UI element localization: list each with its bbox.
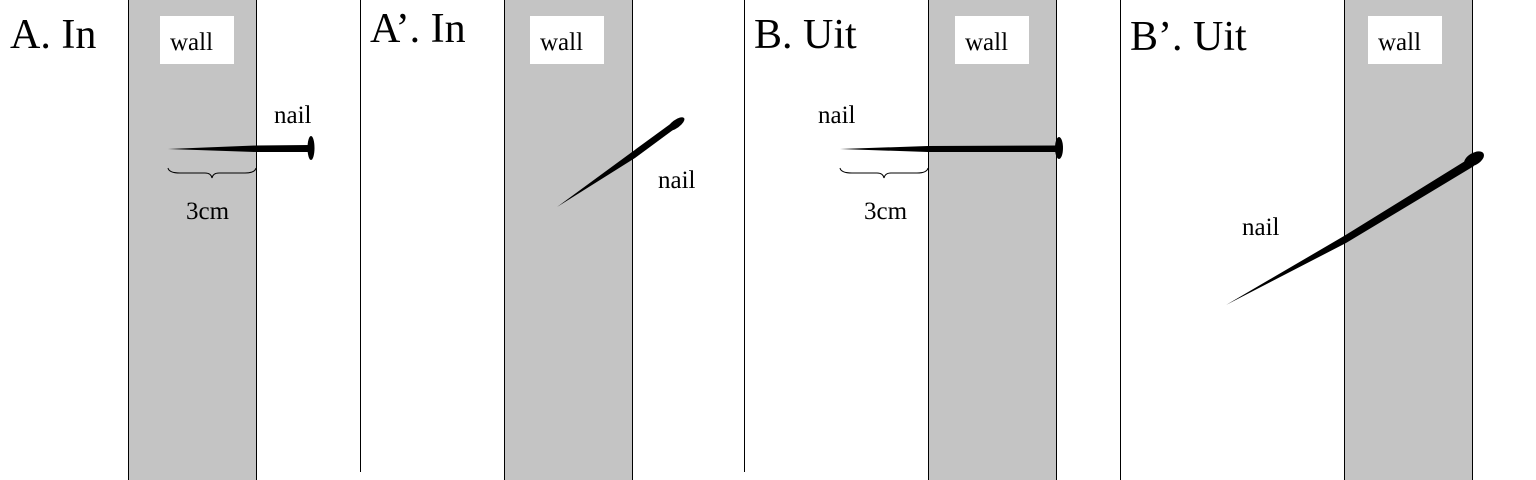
nail-label: nail	[274, 102, 312, 129]
panel-title: A. In	[10, 12, 96, 58]
measure-brace	[167, 167, 257, 179]
wall-label-box	[1368, 16, 1442, 64]
nail-head	[1055, 137, 1063, 159]
panel-b: B. Uit wall nail 3cm	[754, 0, 1063, 480]
panel-a-prime: A’. In wall nail	[370, 0, 696, 480]
wall	[504, 0, 633, 480]
wall-label: wall	[170, 29, 213, 56]
nail-head	[307, 136, 315, 160]
wall	[928, 0, 1057, 480]
panel-title: B’. Uit	[1130, 14, 1247, 60]
wall-label: wall	[965, 29, 1008, 56]
nail-label: nail	[1242, 214, 1280, 241]
nail-head	[1464, 151, 1484, 167]
panel-title: A’. In	[370, 6, 466, 52]
nail	[1226, 158, 1474, 305]
wall-label-box	[530, 16, 604, 64]
nail-label: nail	[818, 102, 856, 129]
panel-a: A. In wall nail 3cm	[10, 0, 315, 480]
measure-label: 3cm	[186, 198, 230, 225]
panel-b-prime: B’. Uit wall nail	[1130, 0, 1484, 480]
wall-label: wall	[1378, 29, 1421, 56]
wall-label-box	[955, 16, 1029, 64]
wall	[128, 0, 257, 480]
nail	[557, 122, 677, 207]
wall-label: wall	[540, 29, 583, 56]
wall	[1344, 0, 1473, 480]
measure-label: 3cm	[864, 198, 908, 225]
wall-label-box	[160, 16, 234, 64]
panel-title: B. Uit	[754, 12, 857, 58]
nail	[840, 145, 1058, 152]
nail	[168, 145, 310, 152]
measure-brace	[839, 167, 929, 179]
nail-head	[667, 117, 685, 131]
nail-label: nail	[658, 167, 696, 194]
